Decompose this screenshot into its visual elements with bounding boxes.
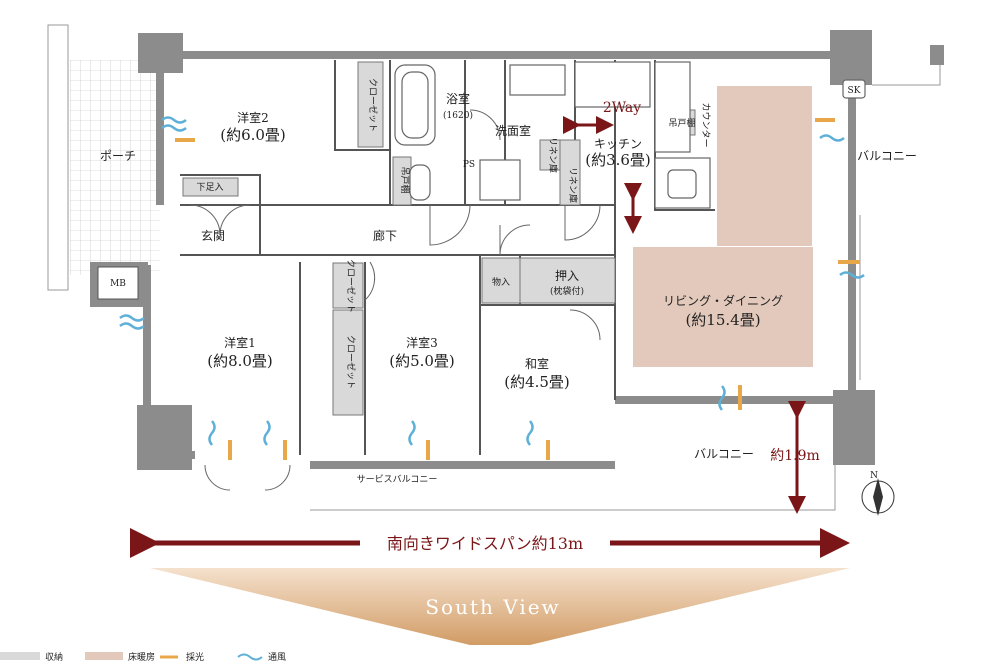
bedroom3-size: (約5.0畳) xyxy=(389,352,455,370)
entrance-name: 玄関 xyxy=(201,228,225,243)
shoe-label: 下足入 xyxy=(196,182,223,193)
service-balcony-name: サービスバルコニー xyxy=(357,474,438,485)
legend-daylight-label: 採光 xyxy=(186,651,204,663)
balcony-outlines xyxy=(310,45,944,511)
legend: 収納 床暖房 採光 通風 xyxy=(0,651,286,663)
living-size: (約15.4畳) xyxy=(685,311,760,329)
kitchen-size: (約3.6畳) xyxy=(585,151,651,169)
floor-heating-areas xyxy=(633,86,813,367)
bedroom2-name: 洋室2 xyxy=(237,110,269,125)
linen-label-2: リネン庫 xyxy=(567,167,579,203)
balcony-south-name: バルコニー xyxy=(694,447,754,461)
balcony-east-name: バルコニー xyxy=(857,149,917,163)
counter-label: カウンター xyxy=(700,102,711,147)
linen-label-1: リネン庫 xyxy=(547,137,559,173)
legend-heating-swatch xyxy=(85,652,123,660)
closet-label-2: クローゼット xyxy=(345,259,357,313)
porch-floor xyxy=(70,60,160,275)
washroom-name: 洗面室 xyxy=(495,123,531,138)
legend-heating-label: 床暖房 xyxy=(128,651,155,663)
oshiire-name: 押入 xyxy=(555,269,579,283)
south-view-label: South View xyxy=(425,595,560,619)
two-way-label: 2Way xyxy=(603,100,641,116)
closet-label-3: クローゼット xyxy=(345,335,357,389)
bedroom3-name: 洋室3 xyxy=(406,335,438,350)
bedroom1-name: 洋室1 xyxy=(224,335,256,350)
daylight-arrows xyxy=(175,118,860,460)
mb-label: MB xyxy=(110,279,126,289)
legend-ventilation-icon xyxy=(237,653,263,661)
storage-name: 物入 xyxy=(492,276,510,288)
legend-storage-swatch xyxy=(0,652,40,660)
bath-name: 浴室 xyxy=(446,91,470,106)
closet-label-1: クローゼット xyxy=(367,78,379,132)
japanese-name: 和室 xyxy=(525,356,549,371)
storage-blocks xyxy=(182,61,696,416)
fixtures xyxy=(394,61,866,209)
japanese-size: (約4.5畳) xyxy=(504,373,570,391)
bedroom2-size: (約6.0畳) xyxy=(220,126,286,144)
compass xyxy=(861,478,895,516)
legend-ventilation-label: 通風 xyxy=(268,652,286,663)
bath-size: (1620) xyxy=(443,110,473,121)
legend-storage-label: 収納 xyxy=(45,651,63,663)
ventilation-waves xyxy=(119,116,865,446)
span-label-bg xyxy=(360,530,610,556)
kitchen-name: キッチン xyxy=(594,137,642,151)
porch-rail xyxy=(47,24,69,291)
north-label: N xyxy=(870,471,878,481)
hanging-label-1: 吊戸棚 xyxy=(399,166,411,193)
porch-name: ポーチ xyxy=(100,149,136,163)
ps-label: PS xyxy=(463,160,475,170)
hanging-label-2: 吊戸棚 xyxy=(668,117,695,129)
mb-box xyxy=(97,266,139,300)
hallway-name: 廊下 xyxy=(373,228,397,243)
south-view-shape xyxy=(150,568,850,645)
living-name: リビング・ダイニング xyxy=(663,293,783,308)
oshiire-note: (枕袋付) xyxy=(550,285,584,297)
balcony-depth-label: 約1.9m xyxy=(770,448,820,464)
doors xyxy=(189,109,601,491)
bedroom1-size: (約8.0畳) xyxy=(207,352,273,370)
sk-label: SK xyxy=(848,86,861,96)
span-label: 南向きワイドスパン約13m xyxy=(387,534,583,553)
